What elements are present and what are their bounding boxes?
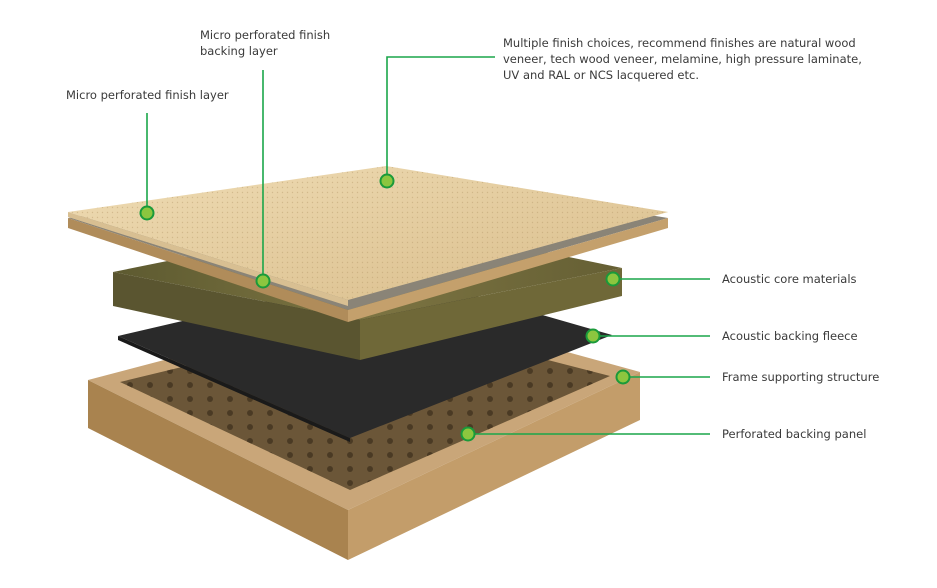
finish-layer — [68, 166, 668, 306]
frame-front-left-face — [88, 380, 348, 560]
frame-front-right-face — [348, 372, 640, 560]
label-core: Acoustic core materials — [722, 272, 857, 286]
marker-frame — [615, 369, 631, 385]
marker-backing-panel — [460, 426, 476, 442]
marker-finish-backing — [255, 273, 271, 289]
label-finish-backing: Micro perforated finish backing layer — [200, 28, 331, 58]
label-fleece: Acoustic backing fleece — [722, 329, 858, 343]
core-front-right-face — [360, 268, 622, 360]
marker-finish-choices — [379, 173, 395, 189]
label-finish-layer: Micro perforated finish layer — [66, 88, 229, 102]
leader-finish-choices — [386, 56, 495, 181]
label-finish-choices: Multiple finish choices, recommend finis… — [503, 36, 862, 82]
label-backing-panel: Perforated backing panel — [722, 427, 867, 441]
marker-fleece — [585, 328, 601, 344]
leader-lines — [146, 56, 710, 435]
markers — [139, 173, 631, 442]
core-front-left-face — [113, 272, 360, 360]
marker-finish-layer — [139, 205, 155, 221]
label-frame: Frame supporting structure — [722, 370, 880, 384]
marker-core — [605, 271, 621, 287]
